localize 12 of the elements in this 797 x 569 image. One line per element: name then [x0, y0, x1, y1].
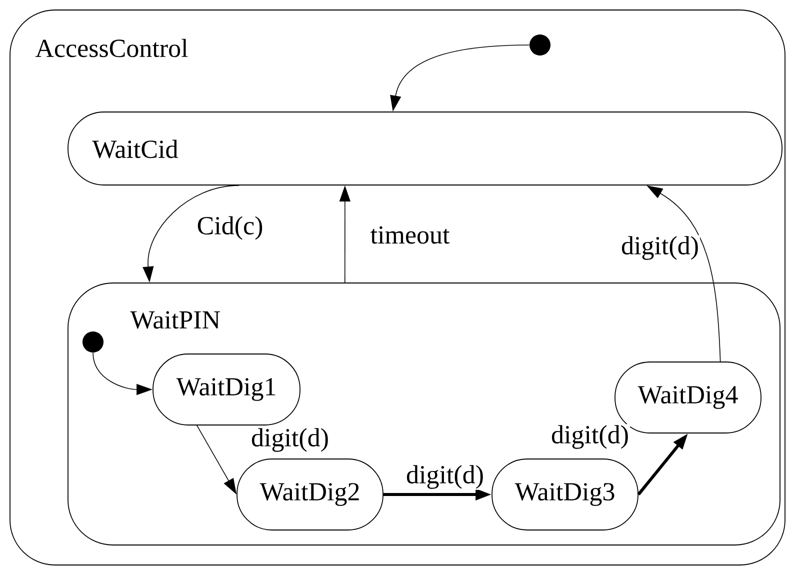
- edge-label: Cid(c): [196, 215, 264, 241]
- state-box: WaitCid: [68, 112, 782, 186]
- state-box: WaitDig3: [492, 458, 638, 530]
- edge-label: digit(d): [405, 464, 485, 490]
- initial-state-dot: [530, 34, 550, 56]
- edge-label: digit(d): [620, 235, 700, 261]
- initial-state-dot: [82, 332, 104, 352]
- edge-label: digit(d): [550, 424, 630, 450]
- edge-label: timeout: [369, 225, 451, 245]
- edge-label: digit(d): [250, 427, 330, 453]
- state-box: WaitDig1: [152, 354, 300, 426]
- state-box: WaitDig2: [236, 458, 384, 530]
